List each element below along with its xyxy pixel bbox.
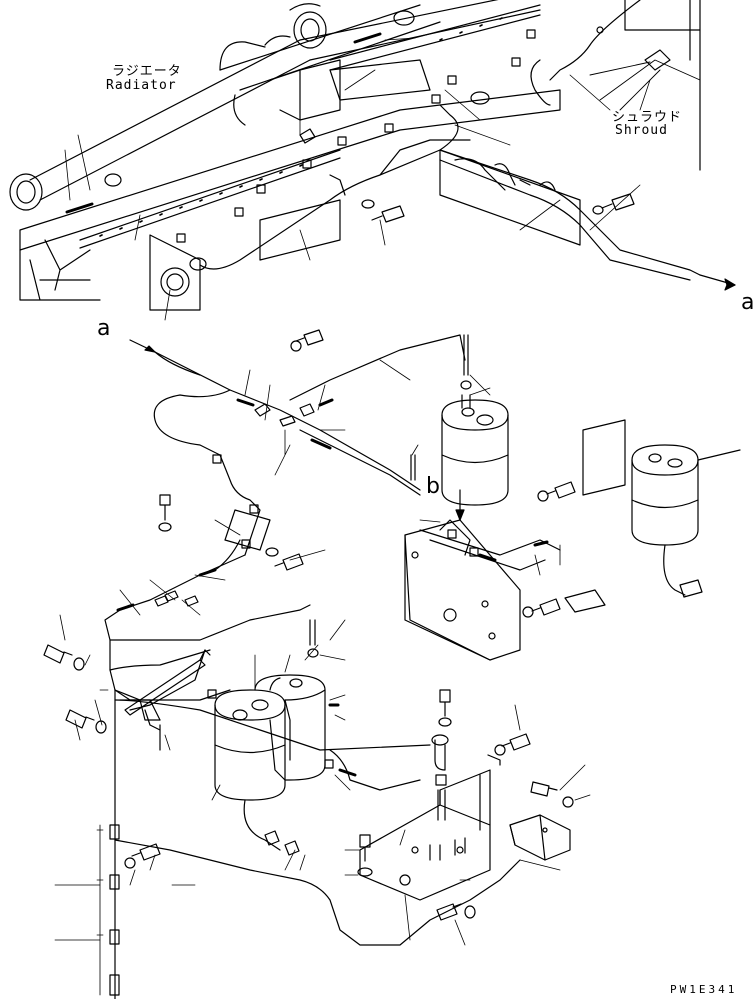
middle-harness	[104, 329, 491, 661]
bottom-tank-assembly	[207, 644, 357, 871]
clip-blocks	[176, 29, 536, 243]
shroud-assembly	[530, 0, 701, 171]
tank-b-assembly	[404, 387, 626, 661]
radiator-assembly	[9, 0, 736, 321]
bottom-bracket-assembly	[344, 689, 591, 946]
lower-harness	[43, 614, 521, 999]
radiator-jp-label: ラジエータ	[112, 64, 182, 79]
radiator-en-label: Radiator	[106, 78, 177, 93]
bolt-top-right	[592, 193, 635, 215]
perforation-dots	[99, 17, 503, 237]
reference-a-left: a	[97, 316, 112, 341]
reference-a-right: a	[741, 290, 755, 315]
drawing-code: PW1E341	[670, 983, 738, 996]
shroud-en-label: Shroud	[615, 123, 668, 138]
right-tank-assembly	[631, 444, 741, 598]
shroud-jp-label: シュラウド	[612, 110, 683, 125]
reference-b: b	[426, 474, 441, 499]
bolt-top-center	[361, 199, 405, 223]
